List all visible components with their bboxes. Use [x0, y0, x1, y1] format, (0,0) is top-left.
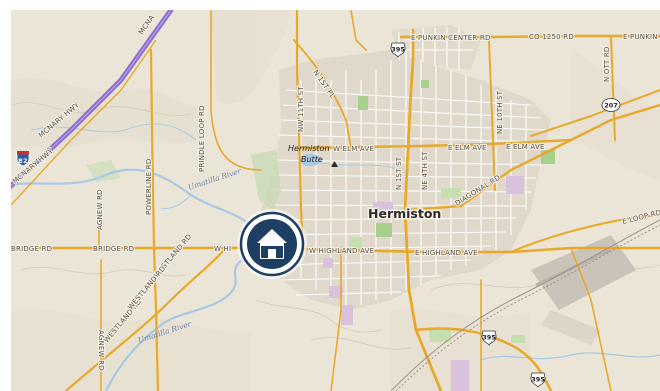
label-prindle-loop-rd: PRINDLE LOOP RD — [198, 105, 206, 172]
interstate-82-shield-icon: 82 — [16, 151, 30, 167]
label-ne-10th-st: NE 10TH ST — [496, 90, 504, 134]
svg-text:395: 395 — [482, 334, 496, 342]
label-umatilla-river-1: Umatilla River — [187, 166, 243, 192]
interstate-82 — [11, 10, 174, 190]
pond — [299, 154, 321, 166]
label-w-highland-ave: W HIGHLAND AVE — [309, 247, 374, 255]
svg-text:207: 207 — [604, 102, 618, 110]
label-nw-11th-st: NW 11TH ST — [297, 86, 305, 132]
city-label: Hermiston — [368, 206, 441, 221]
svg-text:395: 395 — [391, 46, 405, 54]
label-e-punkin: E PUNKIN — [623, 33, 658, 41]
label-agnew-rd-south: AGNEW RD — [97, 330, 105, 371]
label-powerline-rd: POWERLINE RD — [145, 159, 153, 215]
or-207-shield: 207 — [601, 98, 621, 112]
landmark-hermiston-butte: Hermiston Butte — [288, 144, 338, 167]
label-w-hi: W HI — [214, 245, 231, 253]
label-agnew-rd-north: AGNEW RD — [96, 189, 104, 230]
label-bridge-rd-west: BRIDGE RD — [11, 245, 52, 253]
label-e-highland-ave: E HIGHLAND AVE — [415, 249, 478, 257]
label-butte-line1: Hermiston — [288, 144, 330, 153]
label-n-ott-rd: N OTT RD — [603, 47, 611, 82]
terrain-layer — [11, 10, 660, 391]
label-butte-line2: Butte — [301, 155, 323, 164]
svg-text:395: 395 — [531, 376, 545, 384]
map-canvas[interactable]: E PUNKIN CENTER RD CO 1250 RD E PUNKIN N… — [11, 10, 660, 391]
us-395-shield-south: 395 — [530, 372, 546, 388]
label-e-punkin-center-rd: E PUNKIN CENTER RD — [411, 34, 491, 42]
us-395-shield-north: 395 — [390, 42, 406, 58]
home-marker[interactable] — [237, 209, 307, 279]
label-co-1250-rd: CO 1250 RD — [529, 33, 574, 41]
svg-text:82: 82 — [18, 157, 28, 165]
label-bridge-rd: BRIDGE RD — [93, 245, 134, 253]
label-e-elm-ave: E ELM AVE — [448, 144, 487, 152]
label-n-1st-st: N 1ST ST — [395, 156, 403, 190]
us-395-shield-middle: 395 — [481, 330, 497, 346]
mcnary-hwy-road — [11, 39, 157, 206]
label-ne-4th-st: NE 4TH ST — [421, 151, 429, 190]
railroad — [390, 219, 660, 391]
label-w-elm-ave: W ELM AVE — [333, 145, 374, 153]
major-roads — [11, 10, 660, 391]
summit-triangle-icon — [331, 161, 338, 167]
home-icon — [257, 229, 287, 259]
label-e-elm-ave-2: E ELM AVE — [506, 143, 545, 151]
map-svg: E PUNKIN CENTER RD CO 1250 RD E PUNKIN N… — [11, 10, 660, 391]
